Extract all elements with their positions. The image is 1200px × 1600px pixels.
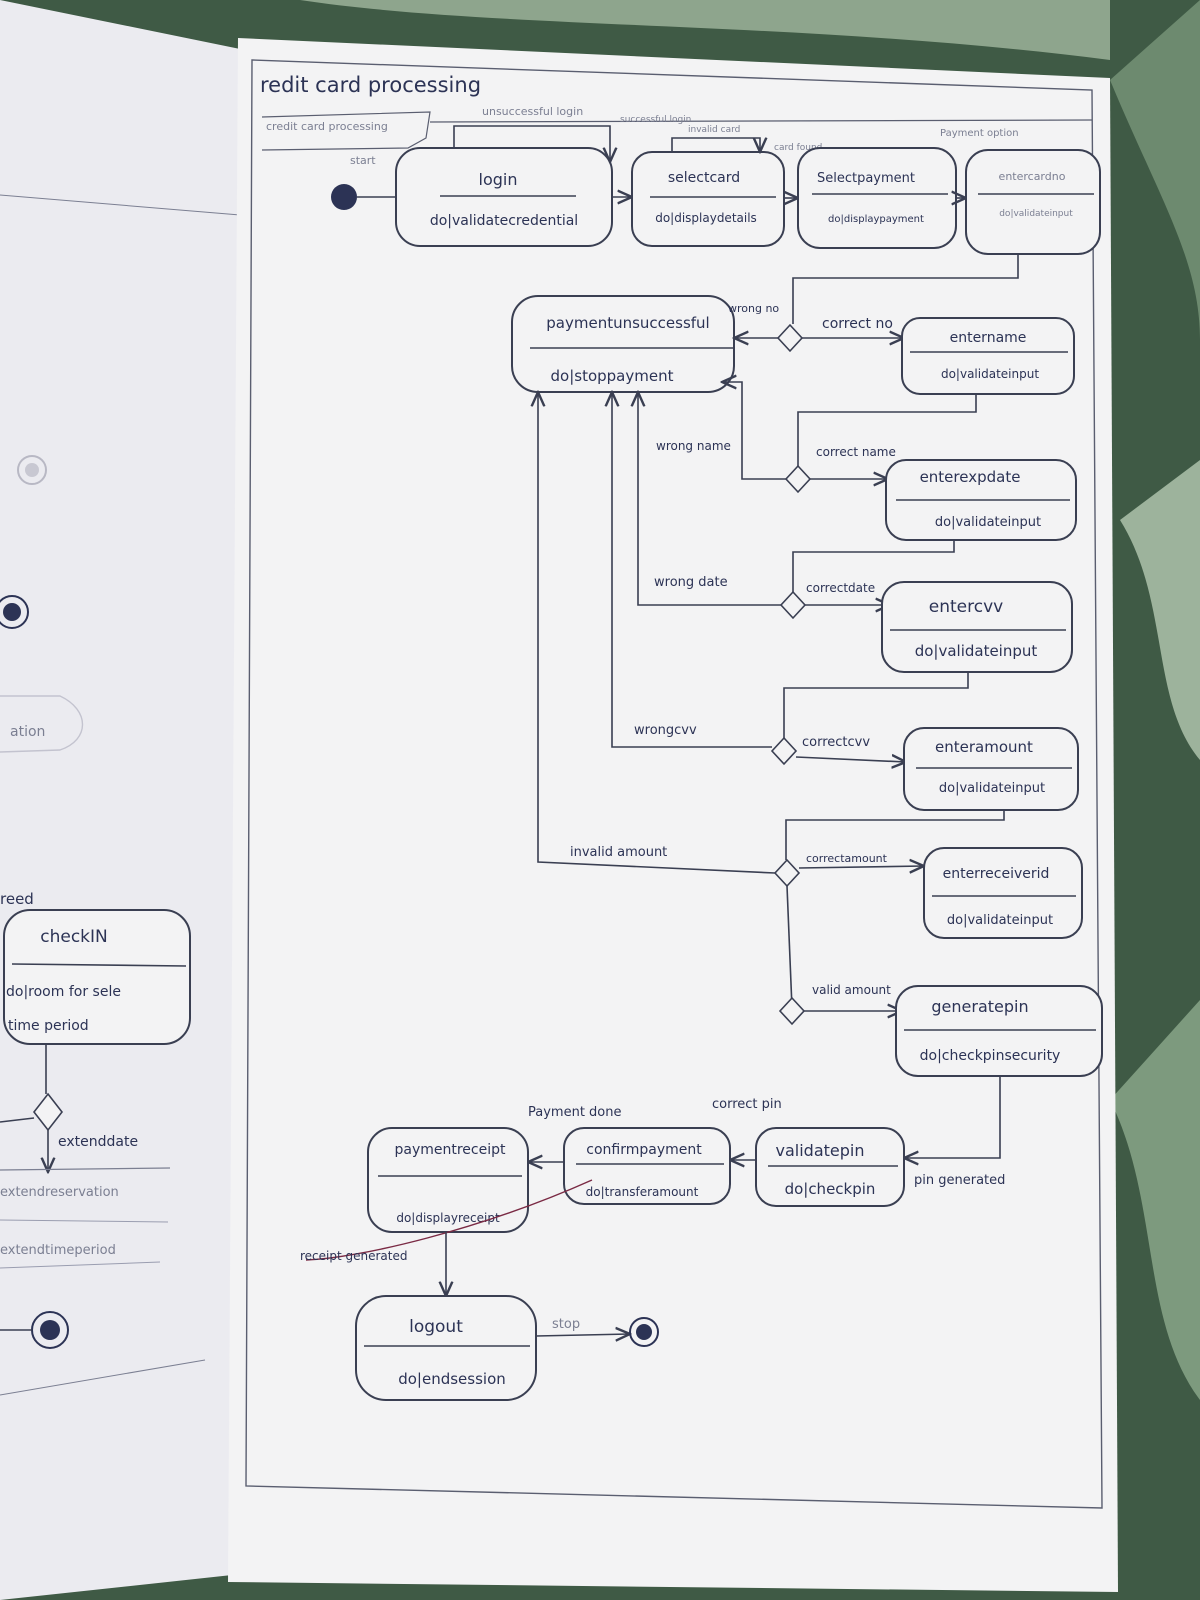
state-activity: do|checkpinsecurity <box>920 1048 1061 1064</box>
state-logout: logout do|endsession <box>355 1295 537 1401</box>
left-state-activity-2: time period <box>8 1018 89 1034</box>
state-entername: entername do|validateinput <box>901 317 1075 395</box>
state-selectcard: selectcard do|displaydetails <box>631 151 785 247</box>
state-enterreceiverid: enterreceiverid do|validateinput <box>923 847 1083 939</box>
state-name: paymentreceipt <box>394 1142 506 1158</box>
state-activity: do|validatecredential <box>430 213 578 229</box>
state-name: Selectpayment <box>817 171 915 186</box>
state-name: login <box>479 170 518 189</box>
state-activity: do|checkpin <box>785 1180 876 1198</box>
transition-label-correct-amount: correctamount <box>806 852 888 865</box>
state-activity: do|transferamount <box>586 1185 699 1199</box>
transition-label-wrong-date: wrong date <box>654 575 728 590</box>
state-login: login do|validatecredential <box>395 147 613 247</box>
state-enteramount: enteramount do|validateinput <box>903 727 1079 811</box>
state-activity: do|validateinput <box>935 515 1041 530</box>
state-name: validatepin <box>776 1141 865 1160</box>
decision-node-date <box>779 590 807 620</box>
state-enterexpdate: enterexpdate do|validateinput <box>885 459 1077 541</box>
state-activity: do|displaydetails <box>655 211 757 225</box>
state-name: enteramount <box>935 738 1033 756</box>
transition-label-receipt-generated: receipt generated <box>300 1249 407 1263</box>
state-name: entername <box>950 330 1027 346</box>
state-name: enterreceiverid <box>943 866 1050 882</box>
state-entercardno: entercardno do|validateinput <box>965 149 1101 255</box>
transition-label-wrong-name: wrong name <box>656 439 731 453</box>
transition-label-unsuccessful-login: unsuccessful login <box>482 105 583 118</box>
transition-label-wrong-cvv: wrongcvv <box>634 723 697 738</box>
final-node <box>629 1317 659 1347</box>
decision-node-cardno <box>776 323 804 353</box>
transition-label-successful-login: successful login <box>620 115 691 125</box>
start-label: start <box>350 154 376 167</box>
frame-label: credit card processing <box>266 120 388 133</box>
state-confirmpayment: confirmpayment do|transferamount <box>563 1127 731 1205</box>
state-validatepin: validatepin do|checkpin <box>755 1127 905 1207</box>
state-paymentunsuccessful: paymentunsuccessful do|stoppayment <box>511 295 735 393</box>
left-row-2: extendtimeperiod <box>0 1243 116 1258</box>
state-paymentreceipt: paymentreceipt do|displayreceipt <box>367 1127 529 1233</box>
state-activity: do|validateinput <box>941 367 1039 381</box>
transition-label-correct-date: correctdate <box>806 581 875 595</box>
transition-label-pin-generated: pin generated <box>914 1173 1005 1188</box>
state-activity: do|validateinput <box>915 642 1038 660</box>
transition-label-card-found: card found <box>774 143 822 153</box>
state-activity: do|stoppayment <box>551 367 674 385</box>
state-name: confirmpayment <box>586 1142 702 1158</box>
transition-label-payment-done: Payment done <box>528 1105 622 1120</box>
decision-node-valid-amount <box>778 996 806 1026</box>
transition-label-invalid-card: invalid card <box>688 125 740 135</box>
decision-node-name <box>784 464 812 494</box>
transition-label-correct-cvv: correctcvv <box>802 735 870 750</box>
transition-label-correct-pin: correct pin <box>712 1097 782 1112</box>
left-extend-label: extenddate <box>58 1134 138 1150</box>
left-row-1: extendreservation <box>0 1185 119 1200</box>
state-name: selectcard <box>668 170 740 186</box>
state-name: paymentunsuccessful <box>546 314 709 332</box>
page-title: redit card processing <box>260 73 481 97</box>
state-activity: do|validateinput <box>939 781 1045 796</box>
transition-label-correct-no: correct no <box>822 316 893 332</box>
left-state-name: checkIN <box>40 927 108 947</box>
state-name: generatepin <box>931 997 1028 1016</box>
transition-label-invalid-amount: invalid amount <box>570 845 667 860</box>
state-name: entercvv <box>929 597 1003 617</box>
state-activity: do|displaypayment <box>828 214 924 225</box>
initial-node <box>331 184 357 210</box>
transition-label-wrong-no: wrong no <box>728 302 779 315</box>
left-state-activity-1: do|room for sele <box>6 984 121 1000</box>
left-page-diagram: ation reed checkIN do|room for sele time… <box>0 455 191 1349</box>
state-entercvv: entercvv do|validateinput <box>881 581 1073 673</box>
state-activity: do|validateinput <box>999 209 1073 219</box>
decision-node-cvv <box>770 736 798 766</box>
state-name: logout <box>409 1317 463 1337</box>
state-activity: do|validateinput <box>947 913 1053 928</box>
transition-label-payment-option: Payment option <box>940 128 1019 139</box>
state-name: enterexpdate <box>920 468 1021 486</box>
left-page <box>0 0 245 1600</box>
left-label-top: reed <box>0 890 34 908</box>
page-frame <box>245 59 1103 1509</box>
state-generatepin: generatepin do|checkpinsecurity <box>895 985 1103 1077</box>
state-selectpayment: Selectpayment do|displaypayment <box>797 147 957 249</box>
state-activity: do|displayreceipt <box>396 1211 500 1225</box>
state-activity: do|endsession <box>398 1370 506 1388</box>
left-faint-label: ation <box>10 724 45 740</box>
stop-label: stop <box>552 1317 580 1332</box>
state-name: entercardno <box>999 170 1066 183</box>
transition-label-valid-amount: valid amount <box>812 983 891 997</box>
transition-label-correct-name: correct name <box>816 445 896 459</box>
